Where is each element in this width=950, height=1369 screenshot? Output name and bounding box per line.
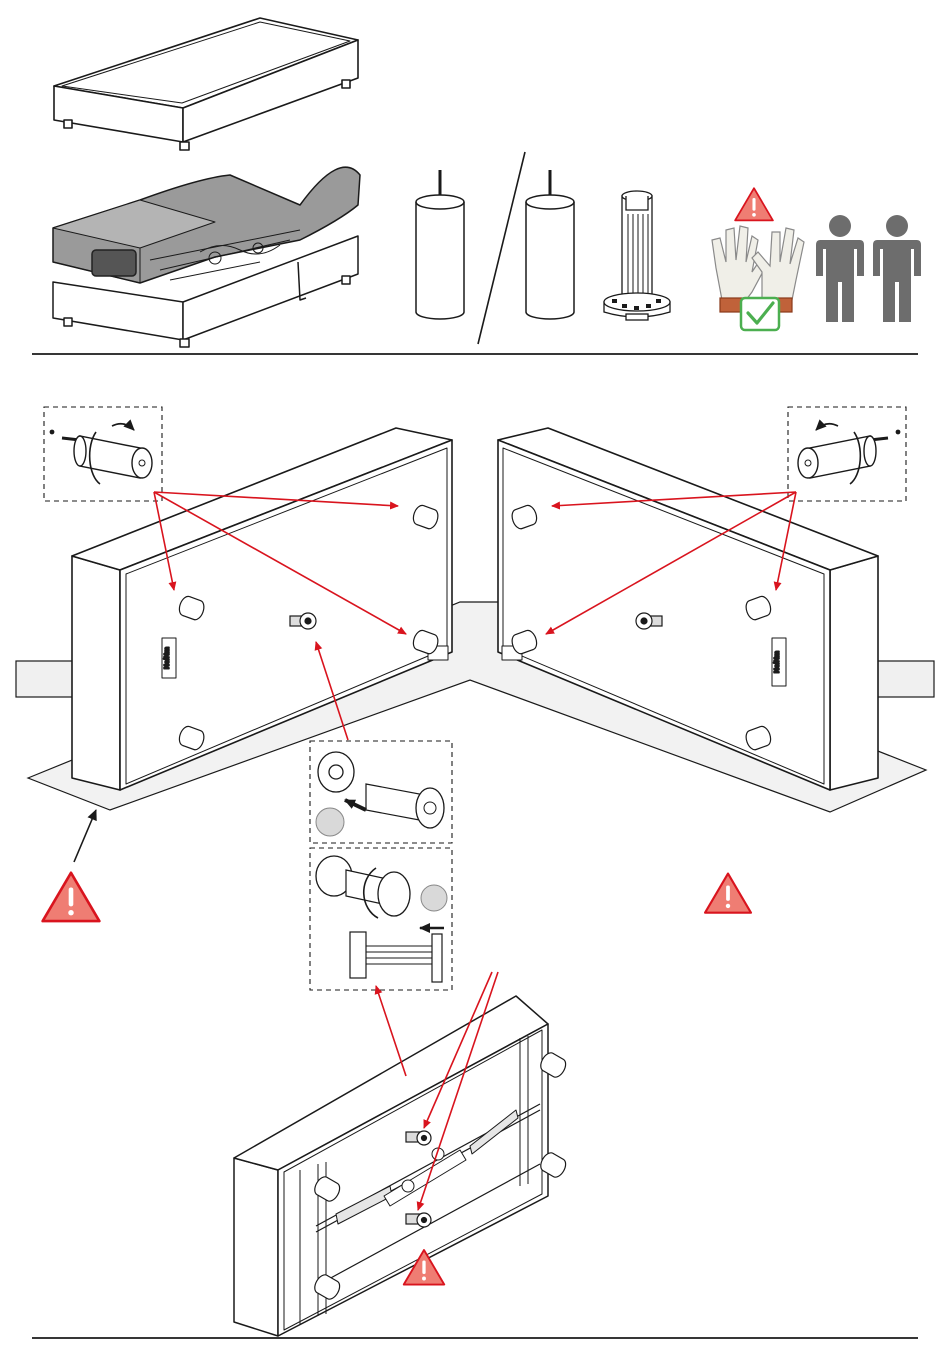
connector-bolt [636, 613, 662, 629]
connector-bolt [290, 613, 316, 629]
base-frame-illustration [54, 18, 358, 150]
underside-frame-illustration [234, 996, 548, 1336]
connector-detail-box-2 [310, 848, 452, 990]
leg-detail-box-left [44, 407, 162, 501]
warning-icon [705, 874, 751, 913]
warning-icon [735, 188, 773, 220]
person-icon [873, 215, 921, 322]
person-icon [816, 215, 864, 322]
connector-detail-box-1 [310, 741, 452, 843]
frame-label-right: Ne/Nm [774, 651, 781, 673]
leg-detail-box-right [788, 407, 906, 501]
adjustable-bed-illustration [53, 167, 360, 347]
cylindrical-leg-icon [416, 170, 464, 319]
checkmark-icon [741, 298, 779, 330]
frame-label-left: Ne/Nm [164, 647, 171, 669]
cylindrical-leg-icon [526, 170, 574, 319]
adjustable-foot-icon [604, 191, 670, 320]
warning-icon [43, 873, 100, 921]
divider-slash [478, 152, 525, 344]
mat-edge-arrow [74, 810, 96, 862]
detail-arrow [376, 986, 406, 1076]
